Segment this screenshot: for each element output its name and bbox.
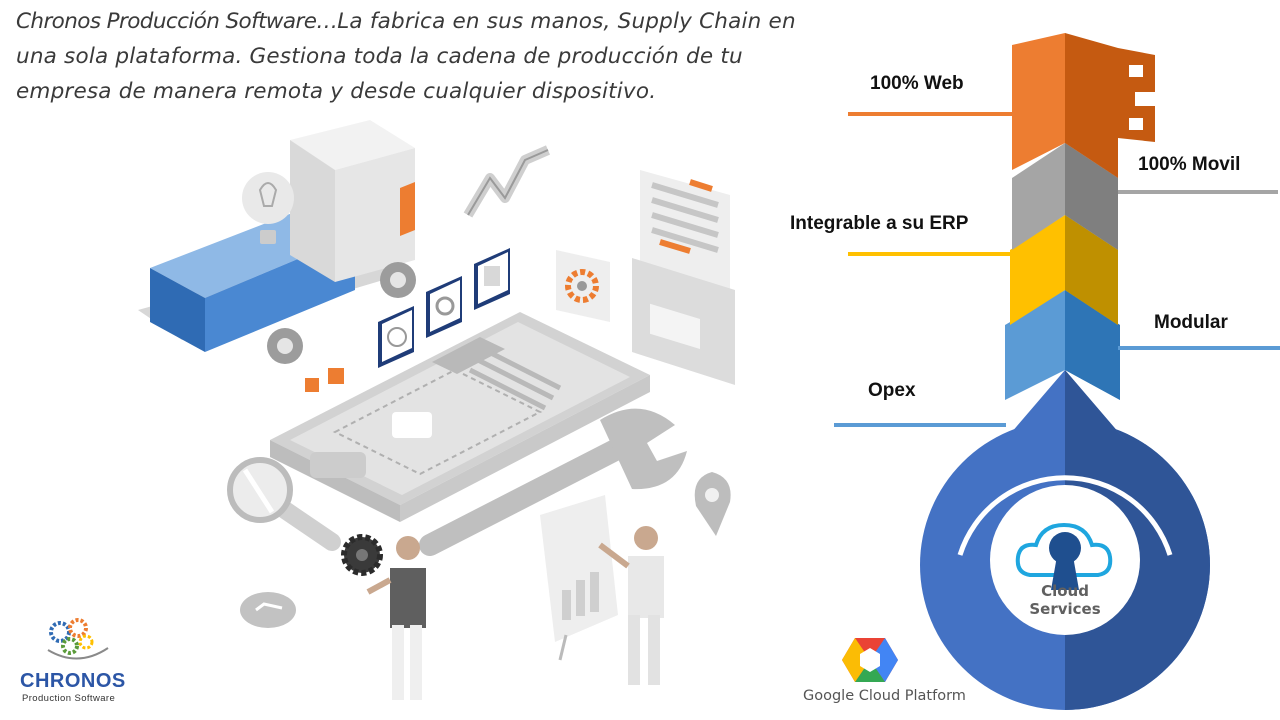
key-segment-yellow [1010, 215, 1118, 325]
location-pin-icon [694, 472, 731, 536]
check-disk-icon [240, 592, 296, 628]
presenter-figure-icon [598, 526, 664, 685]
key-segment-light-blue [1005, 290, 1120, 400]
key-graphic [920, 33, 1210, 710]
chronos-logo-gears-icon [47, 618, 109, 660]
connector-web [848, 112, 1013, 116]
google-cloud-platform-label: Google Cloud Platform [803, 688, 966, 704]
trend-arrow-icon [463, 145, 550, 218]
gear-tile-icon [426, 276, 462, 338]
headline-rest: La fabrica en sus manos, Supply Chain en… [16, 9, 796, 104]
feature-modular: Modular [1154, 312, 1228, 333]
smartphone-icon [270, 312, 650, 522]
connector-movil [1118, 190, 1278, 194]
truck-icon [138, 120, 416, 364]
headline: Chronos Producción Software…La fabrica e… [16, 4, 796, 109]
feature-erp: Integrable a su ERP [790, 213, 969, 234]
document-tile-icon [474, 248, 510, 310]
key-segment-gray [1012, 143, 1118, 250]
headline-lead: Chronos Producción Software… [16, 9, 338, 34]
connector-opex [834, 423, 1006, 427]
connector-modular [1118, 346, 1280, 350]
magnifier-icon [227, 457, 341, 551]
settings-bubble-icon [556, 250, 610, 322]
chronos-logo-subtitle: Production Software [22, 693, 116, 704]
key-segment-orange [1012, 33, 1155, 178]
worker-figure-icon [366, 536, 426, 700]
supply-chain-illustration [47, 120, 735, 700]
chart-board-icon [540, 495, 618, 661]
wrench-icon [419, 408, 687, 556]
feature-web: 100% Web [870, 73, 964, 94]
boxes-icon [305, 368, 344, 392]
chronos-logo-name: CHRONOS [20, 670, 126, 692]
folder-icon [632, 170, 735, 385]
cloud-keyhole-icon [1015, 522, 1113, 590]
google-cloud-logo-icon [842, 638, 898, 682]
clock-tile-icon [378, 306, 414, 368]
connector-erp [848, 252, 1013, 256]
dark-gear-icon [341, 534, 383, 576]
feature-opex: Opex [868, 380, 916, 401]
cloud-services-label: Cloud Services [1029, 582, 1101, 618]
feature-movil: 100% Movil [1138, 154, 1241, 175]
